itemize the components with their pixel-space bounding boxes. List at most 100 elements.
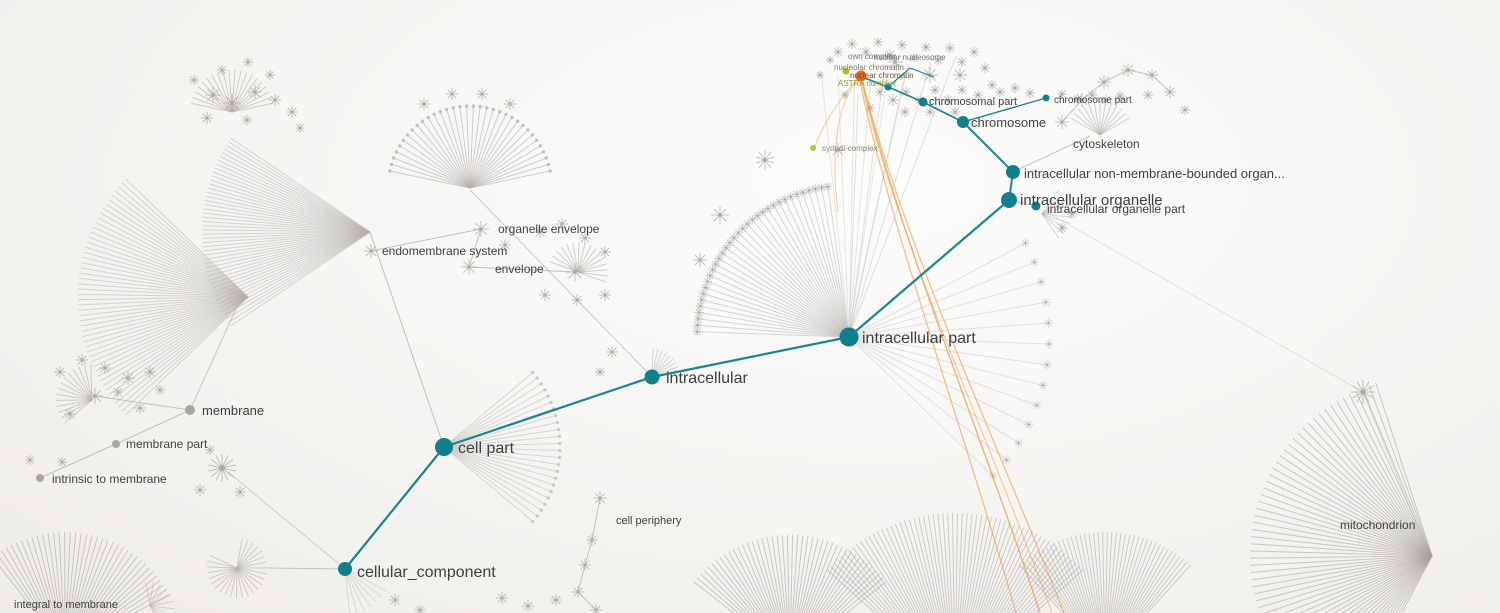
term-flower-node[interactable] — [987, 80, 997, 90]
term-flower-node[interactable] — [887, 94, 899, 106]
label-astra-complex[interactable]: ASTRA complex — [838, 79, 896, 88]
term-flower-node[interactable] — [823, 181, 833, 191]
node-astra-complex[interactable] — [842, 67, 850, 75]
term-flower-node[interactable] — [717, 248, 727, 258]
term-flower-node[interactable] — [747, 215, 757, 225]
label-intracellular[interactable]: intracellular — [666, 370, 748, 387]
term-flower-node[interactable] — [155, 385, 165, 395]
term-flower-node[interactable] — [534, 226, 546, 238]
node-intracellular-organelle[interactable] — [1001, 192, 1017, 208]
term-flower-node[interactable] — [208, 454, 236, 482]
label-envelope[interactable]: envelope — [495, 262, 544, 276]
term-flower-node[interactable] — [223, 94, 241, 112]
term-flower-node[interactable] — [205, 87, 221, 103]
term-flower-node[interactable] — [286, 106, 298, 118]
term-flower-node[interactable] — [1038, 380, 1048, 390]
label-endomembrane-system[interactable]: endomembrane system — [382, 244, 507, 258]
term-flower-node[interactable] — [725, 238, 735, 248]
term-flower-node[interactable] — [901, 87, 911, 97]
term-flower-node[interactable] — [752, 211, 762, 221]
term-flower-node[interactable] — [884, 49, 896, 61]
term-flower-node[interactable] — [733, 228, 743, 238]
term-flower-node[interactable] — [921, 42, 931, 52]
node-cell-part[interactable] — [435, 438, 453, 456]
term-flower-node[interactable] — [134, 402, 146, 414]
label-nucleolar-chromatin[interactable]: nucleolar chromatin — [834, 63, 904, 72]
term-flower-node[interactable] — [599, 289, 611, 301]
label-synpol-complex[interactable]: synpol-complex — [822, 144, 878, 153]
term-flower-node[interactable] — [1087, 90, 1097, 100]
term-flower-node[interactable] — [721, 243, 731, 253]
node-intracellular-organelle-part[interactable] — [1031, 201, 1041, 211]
term-flower-node[interactable] — [700, 283, 710, 293]
term-flower-node[interactable] — [194, 484, 206, 496]
term-flower-node[interactable] — [64, 408, 76, 420]
term-flower-node[interactable] — [1044, 339, 1054, 349]
node-cluster-junction[interactable] — [884, 83, 892, 91]
term-flower-node[interactable] — [201, 112, 213, 124]
term-flower-node[interactable] — [810, 184, 820, 194]
term-flower-node[interactable] — [1042, 360, 1052, 370]
term-flower-node[interactable] — [418, 98, 430, 110]
node-nuclear-chromatin[interactable] — [855, 70, 867, 82]
term-flower-node[interactable] — [798, 187, 808, 197]
term-flower-node[interactable] — [1055, 115, 1069, 129]
term-flower-node[interactable] — [205, 445, 215, 455]
term-flower-node[interactable] — [57, 457, 67, 467]
term-flower-node[interactable] — [1041, 297, 1051, 307]
term-flower-node[interactable] — [953, 68, 967, 82]
term-flower-node[interactable] — [566, 263, 584, 281]
term-flower-node[interactable] — [556, 218, 568, 230]
label-cytoskeleton[interactable]: cytoskeleton — [1073, 137, 1140, 151]
term-flower-node[interactable] — [1146, 69, 1158, 81]
term-flower-node[interactable] — [930, 85, 940, 95]
term-flower-node[interactable] — [711, 259, 721, 269]
term-flower-node[interactable] — [76, 354, 88, 366]
label-organelle-envelope[interactable]: organelle envelope — [498, 222, 600, 236]
term-flower-node[interactable] — [121, 371, 135, 385]
node-cellular-component[interactable] — [338, 562, 352, 576]
label-membrane[interactable]: membrane — [202, 403, 264, 418]
term-flower-node[interactable] — [496, 592, 508, 604]
node-chromosomal-part[interactable] — [918, 97, 928, 107]
term-flower-node[interactable] — [980, 63, 990, 73]
node-synpol-complex[interactable] — [810, 145, 816, 151]
term-flower-node[interactable] — [925, 107, 935, 117]
label-intracellular-organelle[interactable]: intracellular organelle — [1020, 192, 1163, 209]
term-flower-node[interactable] — [887, 54, 903, 70]
term-flower-node[interactable] — [695, 301, 705, 311]
term-flower-node[interactable] — [1044, 318, 1054, 328]
term-flower-node[interactable] — [1024, 420, 1034, 430]
node-intracellular-part[interactable] — [839, 327, 859, 347]
term-flower-node[interactable] — [897, 40, 907, 50]
term-flower-node[interactable] — [87, 388, 103, 404]
label-own-complex[interactable]: own complex — [848, 52, 895, 61]
term-flower-node[interactable] — [694, 308, 704, 318]
term-flower-node[interactable] — [1029, 257, 1039, 267]
term-flower-node[interactable] — [54, 366, 66, 378]
term-flower-node[interactable] — [1115, 91, 1125, 101]
term-flower-node[interactable] — [571, 294, 583, 306]
term-flower-node[interactable] — [1021, 238, 1031, 248]
term-flower-node[interactable] — [945, 43, 955, 53]
term-flower-node[interactable] — [1097, 75, 1111, 89]
term-flower-node[interactable] — [698, 289, 708, 299]
term-flower-node[interactable] — [900, 107, 910, 117]
node-non-membrane-bounded-organelle[interactable] — [1006, 165, 1020, 179]
term-flower-node[interactable] — [833, 47, 843, 57]
term-flower-node[interactable] — [144, 366, 156, 378]
term-flower-node[interactable] — [826, 56, 834, 64]
label-intracellular-part[interactable]: intracellular part — [862, 330, 976, 347]
term-flower-node[interactable] — [550, 594, 562, 606]
term-flower-node[interactable] — [1121, 63, 1135, 77]
term-flower-node[interactable] — [579, 559, 591, 571]
label-intrinsic-to-membrane[interactable]: intrinsic to membrane — [52, 472, 167, 486]
term-flower-node[interactable] — [243, 57, 253, 67]
label-mitochondrion[interactable]: mitochondrion — [1340, 518, 1415, 532]
label-membrane-part[interactable]: membrane part — [126, 437, 208, 451]
term-flower-node[interactable] — [1014, 438, 1024, 448]
node-membrane-part[interactable] — [112, 440, 120, 448]
term-flower-node[interactable] — [248, 85, 262, 99]
